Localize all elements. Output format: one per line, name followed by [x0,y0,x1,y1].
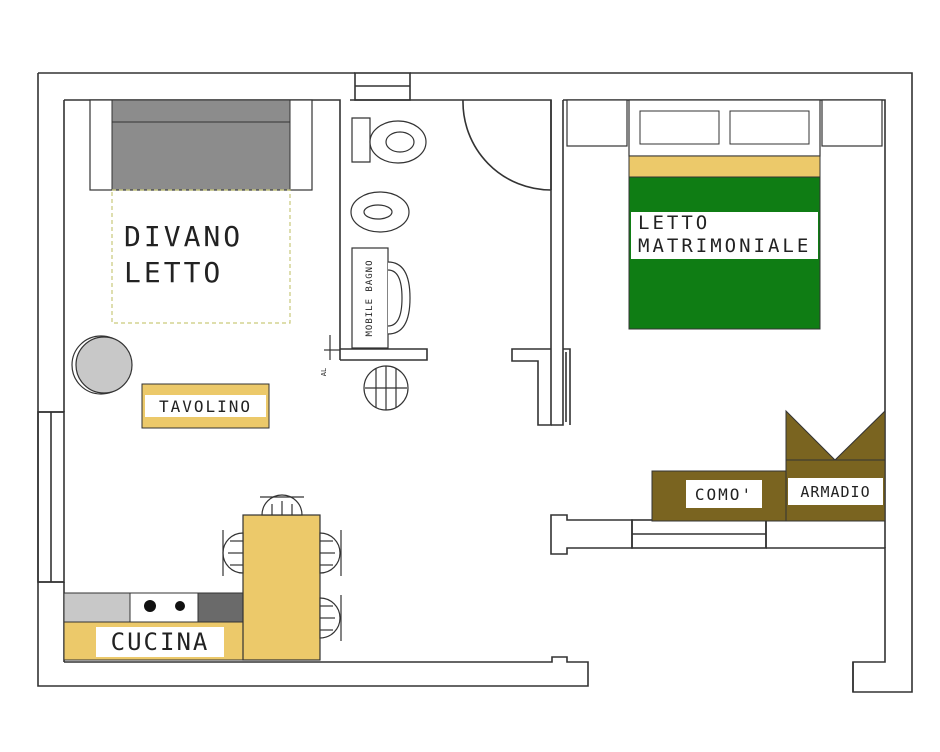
armchair [71,335,133,395]
kitchen-label: CUCINA [96,627,224,657]
double-bed-label-2: MATRIMONIALE [638,235,812,257]
bidet [350,191,410,233]
bathroom-cabinet-label: MOBILE BAGNO [365,259,375,337]
double-bed-label-1: LETTO [638,212,711,234]
bathroom-door [462,99,552,191]
bathroom-sink-cabinet [351,247,411,349]
sofa-bed-label-1: DIVANO [124,220,244,253]
water-meter [324,335,340,360]
wardrobe-label: ARMADIO [788,478,883,505]
dining-chairs [222,494,342,641]
water-meter-label: AL [320,367,328,377]
sofa-bed-label-2: LETTO [124,256,224,289]
coffee-table-label: TAVOLINO [145,395,266,417]
sofa-bed [89,99,313,324]
shower-drain [363,365,409,411]
toilet [351,117,427,164]
dresser-label: COMO' [686,480,762,508]
dining-table [242,514,321,661]
double-bed [566,99,883,330]
